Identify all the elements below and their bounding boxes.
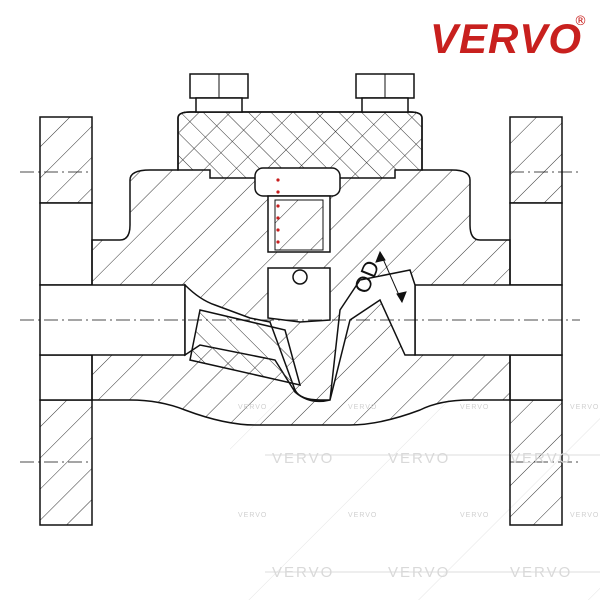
watermark-text-small: VERVO — [570, 512, 600, 519]
watermark-text: VERVO — [388, 564, 451, 581]
guide-housing — [254, 167, 341, 197]
right-flange — [509, 116, 563, 526]
hinge-pin — [292, 269, 308, 285]
swing-disc — [189, 309, 302, 387]
nut-icon — [189, 73, 249, 113]
disc-stem — [267, 267, 331, 323]
watermark-text: VERVO — [510, 564, 573, 581]
watermark-text-small: VERVO — [238, 512, 268, 519]
watermark-text: VERVO — [510, 450, 573, 467]
body-cavity — [184, 269, 416, 403]
watermark-text: VERVO — [388, 450, 451, 467]
watermark-text-small: VERVO — [348, 404, 378, 411]
guide-spring — [274, 199, 324, 251]
centerlines — [20, 171, 580, 463]
watermark-text-small: VERVO — [348, 512, 378, 519]
nut-icon — [355, 73, 415, 113]
watermark-text: VERVO — [272, 450, 335, 467]
left-flange — [39, 116, 93, 526]
watermark-text: VERVO — [272, 564, 335, 581]
spring-markers — [276, 178, 280, 244]
brand-logo: VERVO — [430, 15, 583, 62]
watermark-text-small: VERVO — [570, 404, 600, 411]
bonnet — [177, 111, 423, 179]
watermark-text-small: VERVO — [460, 512, 490, 519]
dimension-od — [375, 250, 407, 304]
watermark-text-small: VERVO — [460, 404, 490, 411]
registered-mark: ® — [574, 14, 587, 29]
watermark-text-small: VERVO — [238, 404, 268, 411]
